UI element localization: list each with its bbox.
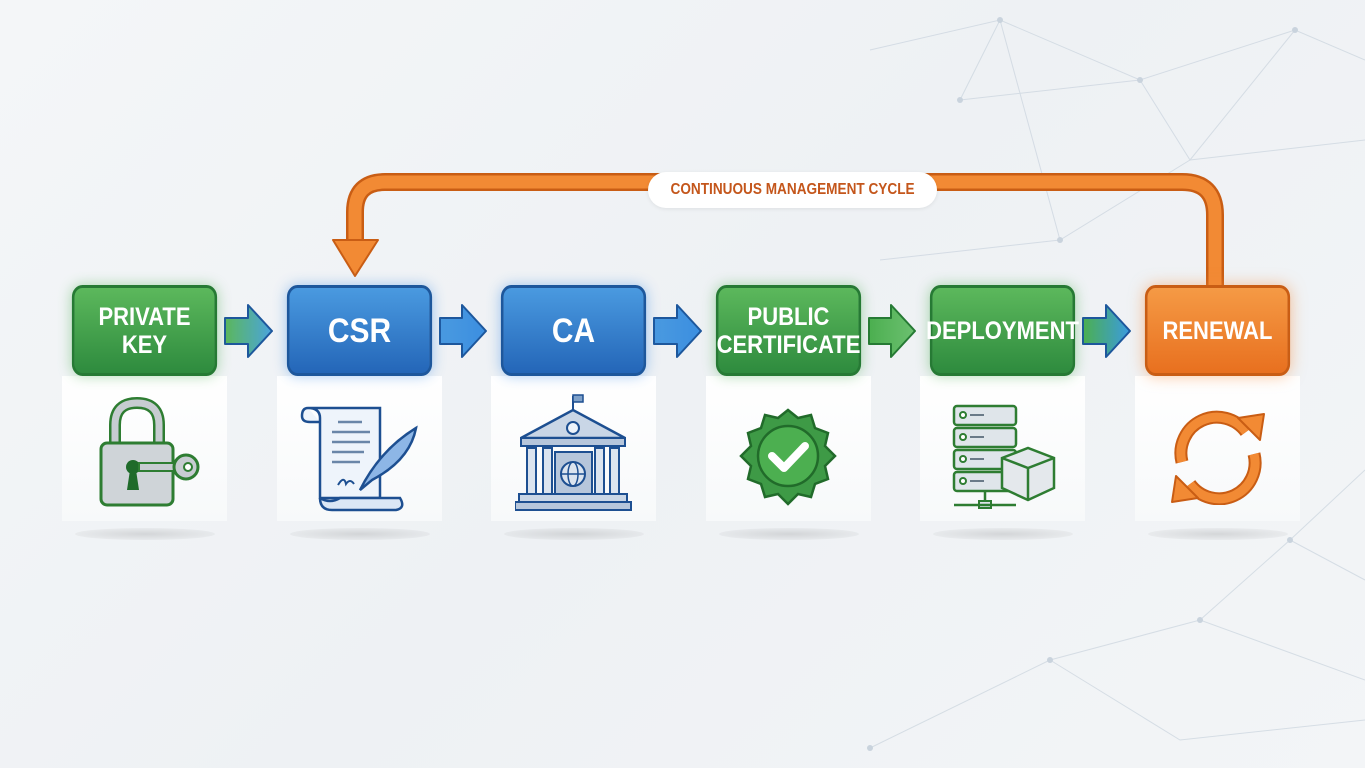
- icon-panel: [920, 376, 1085, 521]
- refresh-cycle-icon: [1171, 410, 1265, 505]
- step-deployment: DEPLOYMENT: [926, 285, 1079, 376]
- server-package-icon: [952, 404, 1056, 509]
- scroll-quill-icon: [300, 406, 418, 512]
- arrow-connector: [653, 304, 702, 358]
- padlock-key-icon: [99, 396, 200, 507]
- step-renewal: RENEWAL: [1144, 285, 1291, 376]
- arrow-connector: [224, 304, 273, 358]
- arrow-connector: [1082, 304, 1131, 358]
- cycle-label: CONTINUOUS MANAGEMENT CYCLE: [648, 172, 937, 208]
- arrow-connector: [868, 304, 916, 358]
- bank-building-icon: [515, 394, 632, 511]
- step-csr: CSR: [286, 285, 433, 376]
- check-badge-icon: [739, 408, 837, 506]
- arrow-connector: [439, 304, 487, 358]
- step-ca: CA: [500, 285, 647, 376]
